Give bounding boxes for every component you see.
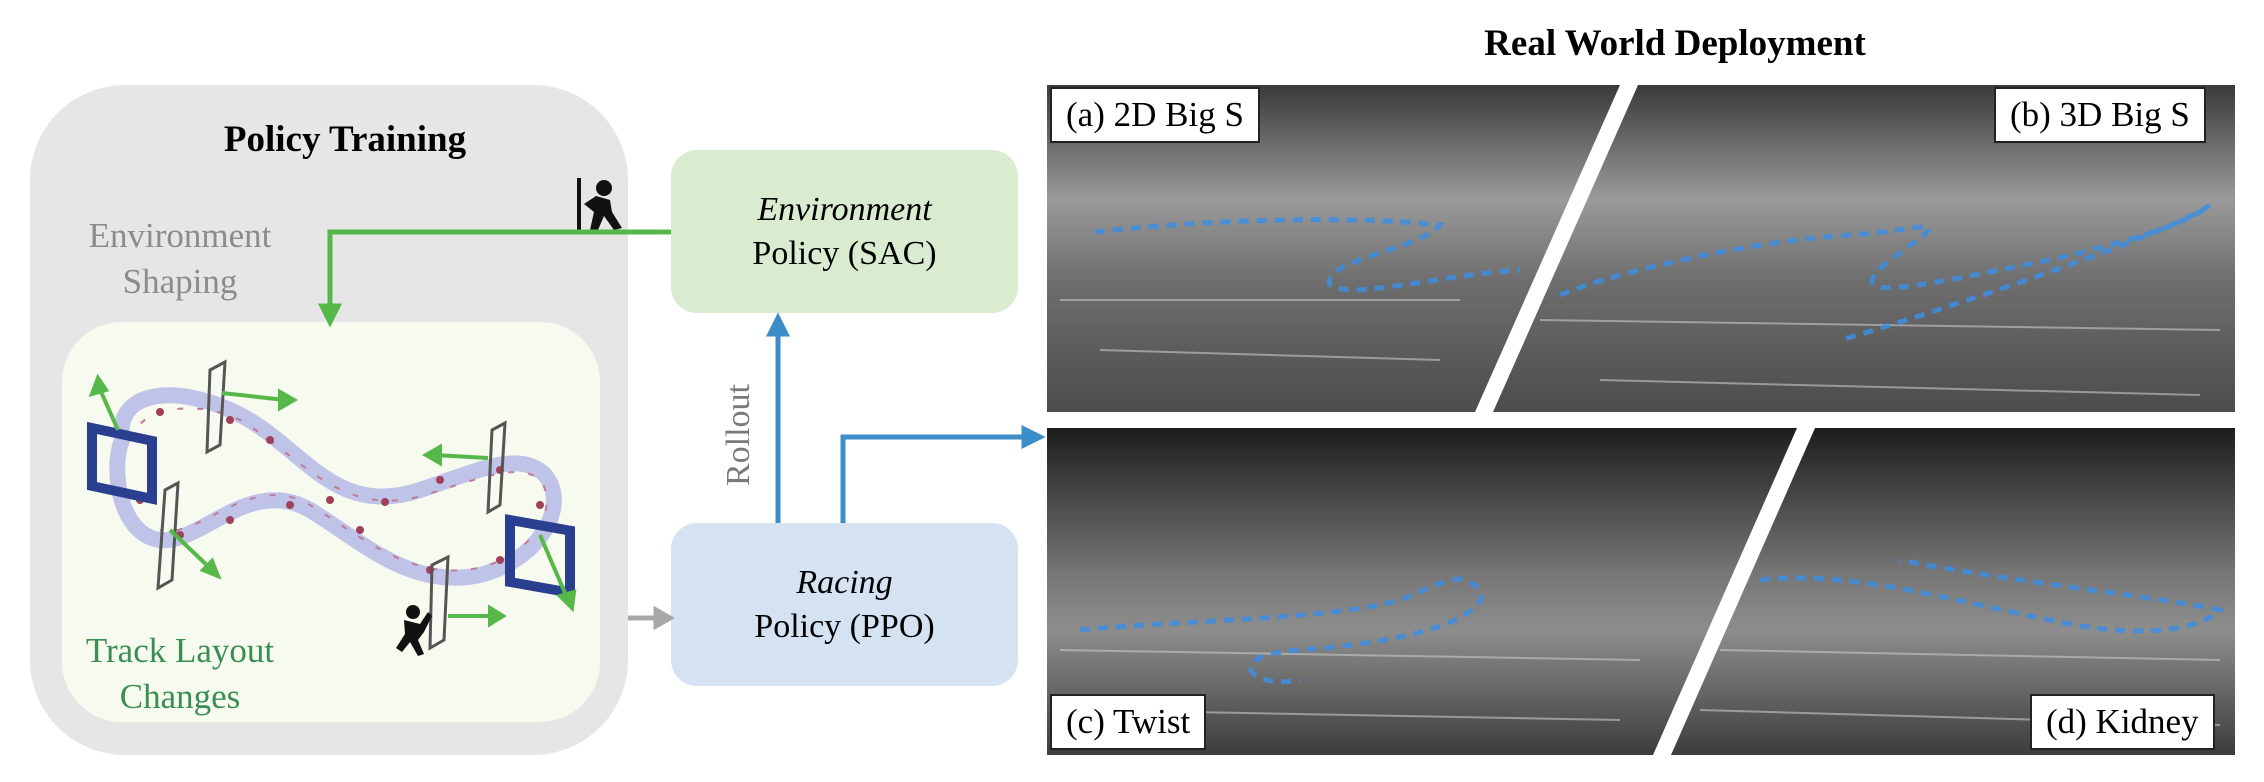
real-world-deployment-title-text: Real World Deployment [1484,23,1866,64]
environment-shaping-label: Environment Shaping [60,213,300,305]
drone-trajectory [129,407,548,572]
environment-shaping-arrow [317,229,671,328]
environment-shaping-line-2: Shaping [122,262,238,301]
panel-label-twist: (c) Twist [1050,694,1207,750]
racing-policy-box: Racing Policy (PPO) [671,523,1018,686]
square-gate-left [87,421,157,505]
gate-direction-arrows [88,373,577,628]
racing-policy-name: Racing [796,563,893,601]
track-layout-changes-line-2: Changes [119,677,241,716]
panel-label-kidney: (d) Kidney [2030,694,2215,750]
environment-policy-type: Policy (SAC) [752,234,937,272]
drone-markers [136,408,544,574]
drone-trajectories [1079,202,2225,685]
person-pushing-gate-icon [396,605,432,656]
environment-shaping-line-1: Environment [88,216,272,255]
training-to-racing-arrow [628,605,676,631]
person-pushing-pole-icon [577,178,622,230]
real-world-deployment-title: Real World Deployment [1300,22,2264,65]
rollout-arrow [765,312,791,523]
racing-policy-type: Policy (PPO) [754,607,935,645]
policy-training-title: Policy Training [223,119,467,160]
deployment-arrow [840,424,1046,523]
track-layout-changes-line-1: Track Layout [85,631,275,670]
environment-policy-name: Environment [757,190,932,228]
panel-label-2d-big-s: (a) 2D Big S [1050,87,1260,143]
photo-2d-big-s [1047,85,1620,412]
photo-3d-big-s [1493,85,2235,412]
square-gate-right [505,514,575,599]
track-layout-changes-label: Track Layout Changes [60,628,300,720]
photo-kidney [1671,428,2235,755]
panel-label-3d-big-s: (b) 3D Big S [1994,87,2206,143]
thin-gates [156,359,507,651]
environment-policy-box: Environment Policy (SAC) [671,150,1018,313]
race-track-path [109,387,562,586]
